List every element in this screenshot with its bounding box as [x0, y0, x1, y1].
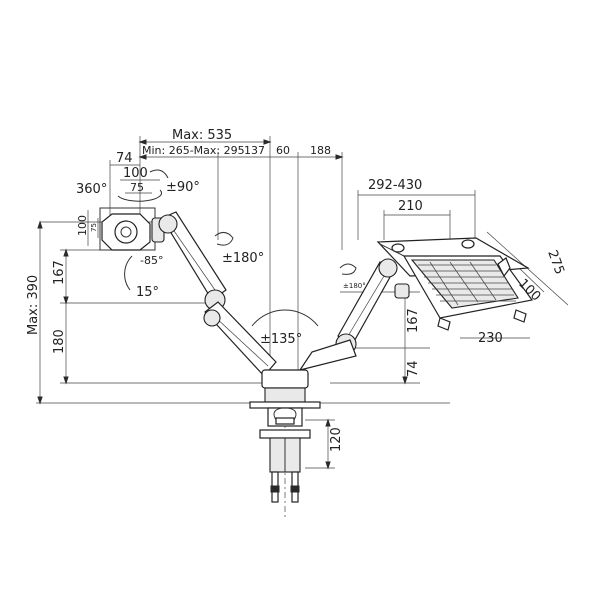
label-rot-360: 360°	[76, 182, 107, 197]
tray-hook-front-right	[513, 309, 527, 323]
label-rot-180: ±180°	[222, 251, 264, 266]
label-74-top: 74	[116, 151, 133, 166]
label-rot-180-small: ±180°	[343, 282, 366, 290]
vent-lines	[418, 261, 516, 306]
clamp-pad	[259, 429, 311, 439]
base-collar	[264, 387, 306, 403]
left-arm	[158, 211, 277, 377]
left-lower-arm	[204, 301, 277, 377]
rotation-arcs	[117, 169, 357, 327]
label-167-left: 167	[52, 260, 67, 285]
rotate-135-arc	[251, 309, 319, 327]
label-tilt-15: 15°	[136, 285, 159, 300]
tray-hook-front-left	[437, 317, 451, 331]
label-75-top: 75	[130, 181, 144, 194]
label-tilt-minus85: -85°	[140, 254, 163, 267]
label-max-390: Max: 390	[26, 275, 41, 335]
label-rot-135: ±135°	[260, 332, 302, 347]
right-lower-arm	[298, 339, 357, 371]
vesa-mount-head	[99, 207, 165, 251]
label-188: 188	[310, 144, 331, 157]
rotate-180-small-arrow	[339, 263, 357, 275]
label-min-max: Min: 265-Max: 295	[142, 144, 245, 157]
label-60: 60	[276, 144, 290, 157]
label-100-top: 100	[123, 166, 148, 181]
label-180: 180	[52, 329, 67, 354]
tilt-angle-arrow	[124, 255, 133, 291]
pole-top-hub	[261, 369, 309, 389]
vesa-hub	[114, 220, 138, 244]
label-tray-230: 230	[478, 331, 503, 346]
label-tray-210: 210	[398, 199, 423, 214]
right-elbow-joint	[378, 258, 398, 278]
label-max-535: Max: 535	[172, 128, 232, 143]
label-137: 137	[244, 144, 265, 157]
label-tray-275: 275	[544, 248, 567, 276]
right-arm	[298, 258, 410, 371]
pole-and-clamp	[249, 369, 321, 503]
tilt-90-arrow	[149, 169, 169, 179]
label-120: 120	[329, 427, 344, 452]
laptop-tray	[376, 237, 534, 331]
label-tray-292-430: 292-430	[368, 178, 422, 193]
label-100-side: 100	[76, 215, 89, 236]
rotate-180-arrow	[214, 232, 234, 246]
dimension-labels: Max: 535 Min: 265-Max: 295 137 60 188 74…	[26, 128, 567, 452]
dimension-arrows	[37, 139, 408, 470]
label-75-side: 75	[90, 223, 98, 232]
label-167-right: 167	[406, 308, 421, 333]
tray-hook-right	[497, 257, 511, 278]
rotate-360-arrow	[117, 189, 163, 202]
label-74-right: 74	[406, 360, 421, 377]
desk-plate	[249, 401, 321, 409]
left-upper-arm	[161, 211, 227, 301]
dimension-lines	[36, 136, 569, 520]
label-tilt-90: ±90°	[166, 180, 200, 195]
left-elbow-joint	[158, 214, 178, 234]
